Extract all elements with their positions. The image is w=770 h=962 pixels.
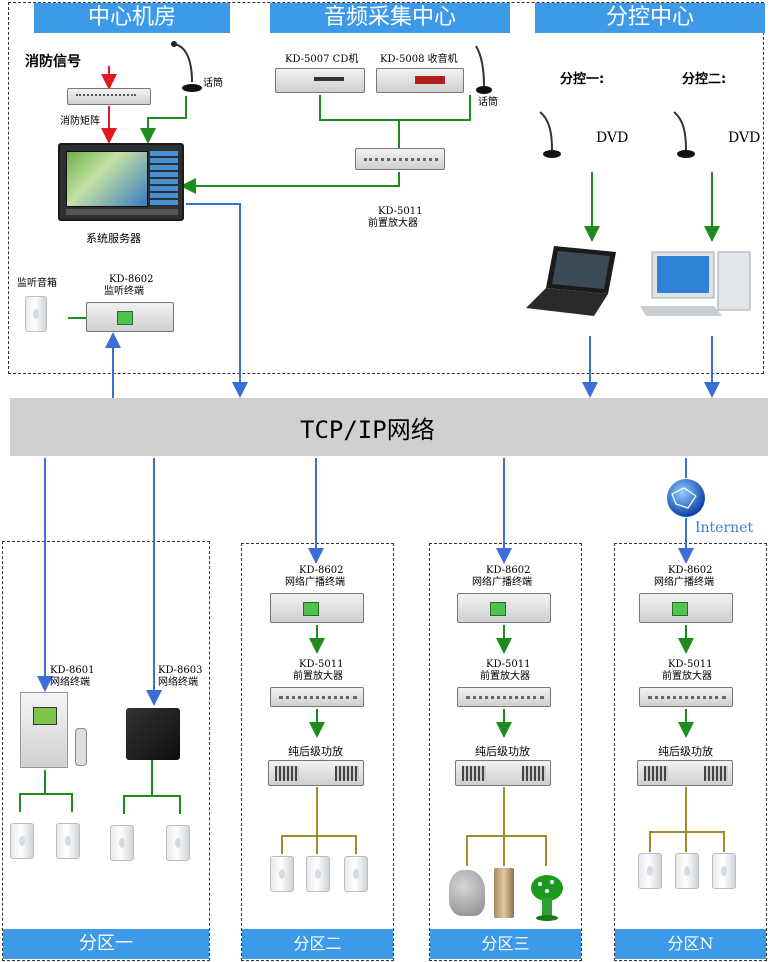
zone2-amp-label: 纯后级功放	[288, 745, 343, 758]
zonen-speaker-3	[712, 853, 736, 889]
audio-preamp-device	[355, 148, 445, 170]
zone3-footer: 分区三	[430, 929, 581, 959]
zone3-amp-label: 纯后级功放	[475, 745, 530, 758]
fire-matrix-device	[67, 88, 151, 105]
zonen-preamp-device	[639, 687, 733, 707]
zone1-speaker-2	[56, 823, 80, 859]
kd8601-terminal-device	[20, 692, 68, 768]
zone2-speaker-1	[270, 856, 294, 892]
zonen-box	[614, 543, 767, 961]
sub2-mic-icon	[673, 111, 695, 158]
fire-matrix-label: 消防矩阵	[60, 116, 100, 127]
zone1-term2-model: KD-8603	[158, 665, 203, 676]
zone1-term1-model: KD-8601	[50, 665, 95, 676]
internet-globe-icon	[667, 479, 705, 517]
dvd2-label: DVD	[728, 130, 761, 146]
zone1-box	[2, 541, 210, 961]
kd8603-terminal-device	[126, 708, 180, 760]
audio-mic-label: 话筒	[478, 97, 498, 108]
tuner-device	[376, 68, 464, 93]
zone3-preamp-model: KD-5011	[486, 659, 531, 670]
zone2-terminal-device	[270, 593, 364, 623]
zonen-amp-device	[637, 760, 733, 786]
monitor-speaker-icon	[25, 296, 47, 332]
zone2-term-name: 网络广播终端	[285, 577, 345, 588]
zonen-footer: 分区N	[615, 929, 766, 959]
zone3-term-name: 网络广播终端	[472, 577, 532, 588]
internet-label: Internet	[695, 520, 754, 536]
monitor-terminal-device	[86, 302, 174, 332]
remote-control-icon	[75, 728, 87, 766]
mushroom-speaker-icon	[531, 875, 563, 921]
zone2-preamp-model: KD-5011	[299, 659, 344, 670]
desktop-icon	[640, 251, 751, 316]
zone3-box	[429, 543, 582, 961]
top-region-box	[8, 2, 764, 374]
zone3-preamp-device	[457, 687, 551, 707]
zonen-amp-label: 纯后级功放	[658, 745, 713, 758]
zonen-preamp-name: 前置放大器	[662, 671, 712, 682]
dvd1-label: DVD	[596, 130, 629, 146]
zone1-term2-name: 网络终端	[158, 677, 198, 688]
zone1-speaker-4	[166, 825, 190, 861]
zone1-speaker-1	[10, 823, 34, 859]
monitor-terminal-name: 监听终端	[104, 286, 144, 297]
zone3-terminal-device	[457, 593, 551, 623]
zone2-preamp-name: 前置放大器	[293, 671, 343, 682]
zone3-amp-device	[455, 760, 551, 786]
zone2-preamp-device	[270, 687, 364, 707]
zone2-footer: 分区二	[242, 929, 393, 959]
zonen-term-name: 网络广播终端	[654, 577, 714, 588]
network-label: TCP/IP网络	[300, 416, 435, 444]
tcp-ip-network-bar	[10, 398, 768, 456]
server-label: 系统服务器	[86, 232, 141, 245]
monitor-terminal-model: KD-8602	[109, 274, 154, 285]
sub1-mic-icon	[539, 111, 561, 158]
zone1-speaker-3	[110, 825, 134, 861]
monitor-speaker-label: 监听音箱	[17, 278, 57, 289]
header-center-room: 中心机房	[34, 3, 230, 33]
rock-speaker-icon	[449, 870, 485, 916]
audio-preamp-name: 前置放大器	[368, 218, 418, 229]
arrow-mic-server	[140, 96, 187, 144]
laptop-icon	[526, 246, 616, 316]
zone2-term-model: KD-8602	[299, 565, 344, 576]
system-server-device	[58, 143, 184, 221]
cd-player-label: KD-5007 CD机	[285, 54, 359, 65]
zonen-terminal-device	[639, 593, 733, 623]
zone1-term1-name: 网络终端	[50, 677, 90, 688]
mic-icon	[171, 41, 202, 92]
zone2-speaker-2	[306, 856, 330, 892]
fire-signal-label: 消防信号	[25, 54, 81, 70]
zonen-preamp-model: KD-5011	[668, 659, 713, 670]
arrow-server-network	[186, 203, 248, 398]
audio-mic-icon	[475, 45, 492, 94]
zonen-term-model: KD-8602	[668, 565, 713, 576]
column-speaker-icon	[494, 868, 514, 918]
header-audio-collection: 音频采集中心	[270, 3, 510, 33]
cd-player-device	[275, 68, 365, 93]
audio-bus	[319, 95, 471, 121]
zone1-footer: 分区一	[3, 929, 209, 959]
center-mic-label: 话筒	[203, 78, 223, 89]
header-sub-control: 分控中心	[535, 3, 765, 33]
zonen-speaker-2	[675, 853, 699, 889]
zonen-speaker-1	[638, 853, 662, 889]
audio-preamp-model: KD-5011	[378, 206, 423, 217]
zone2-speaker-3	[344, 856, 368, 892]
sub-control-1-label: 分控一:	[560, 72, 605, 87]
zone2-box	[241, 543, 394, 961]
zone3-term-model: KD-8602	[486, 565, 531, 576]
tuner-label: KD-5008 收音机	[380, 54, 458, 65]
zone2-amp-device	[268, 760, 364, 786]
zone3-preamp-name: 前置放大器	[480, 671, 530, 682]
arrow-preamp-server	[180, 172, 400, 194]
sub-control-2-label: 分控二:	[682, 72, 727, 87]
